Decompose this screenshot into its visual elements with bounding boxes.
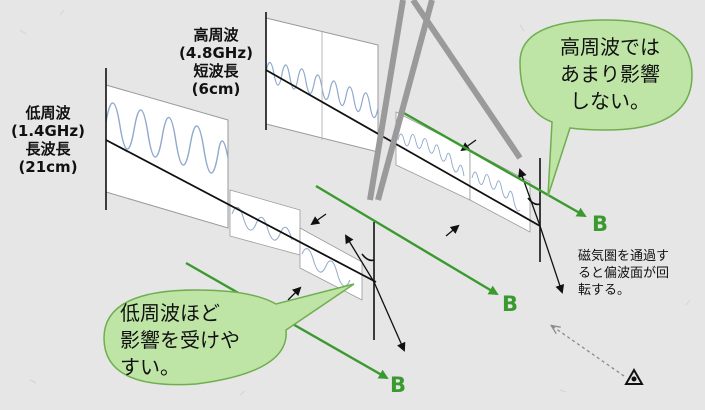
callout-high-line: あまり影響: [560, 62, 660, 86]
callout-low-line: すい。: [120, 355, 180, 379]
callout-low-line: 影響を受けや: [120, 328, 240, 352]
callout-high-line: 高周波では: [560, 35, 660, 59]
rotated-polarization-arrows: [287, 139, 565, 352]
field-label-b: B: [390, 373, 407, 397]
propagation-lines: [105, 69, 541, 283]
callout-low-line: 低周波ほど: [120, 301, 220, 325]
observer-eye-icon: [624, 367, 644, 385]
low-frequency-rotated-panels: [229, 189, 363, 301]
low-frequency-panel: [105, 68, 229, 229]
high-frequency-panel: [265, 12, 379, 153]
callout-bubble-high: [519, 19, 693, 197]
rotation-note-line: 転する。: [578, 283, 631, 298]
gray-beams: [367, 0, 523, 201]
callout-low-text: 低周波ほど 影響を受けや すい。: [120, 300, 280, 381]
rotation-note-line: ると偏波面が回: [578, 266, 670, 281]
low-frequency-value: (1.4GHz): [11, 122, 85, 140]
callout-high-line: しない。: [570, 89, 650, 113]
low-frequency-name: 低周波: [25, 104, 71, 122]
field-label-b: B: [502, 292, 519, 316]
field-label-b: B: [592, 212, 609, 236]
rotation-note: 磁気圏を通過す ると偏波面が回 転する。: [578, 248, 669, 299]
line-of-sight: [552, 326, 625, 377]
high-frequency-name: 高周波: [193, 26, 239, 44]
rotation-note-line: 磁気圏を通過す: [578, 249, 670, 264]
low-frequency-wavelength-name: 長波長: [25, 140, 71, 158]
high-frequency-wavelength-name: 短波長: [193, 62, 239, 80]
high-frequency-label: 高周波 (4.8GHz) 短波長 (6cm): [176, 26, 256, 98]
callout-high-text: 高周波では あまり影響 しない。: [540, 34, 680, 115]
low-frequency-label: 低周波 (1.4GHz) 長波長 (21cm): [8, 104, 88, 176]
low-frequency-wavelength-value: (21cm): [18, 158, 78, 176]
high-frequency-value: (4.8GHz): [179, 44, 253, 62]
high-frequency-wavelength-value: (6cm): [191, 80, 241, 98]
callout-bubble-low: [103, 283, 355, 386]
